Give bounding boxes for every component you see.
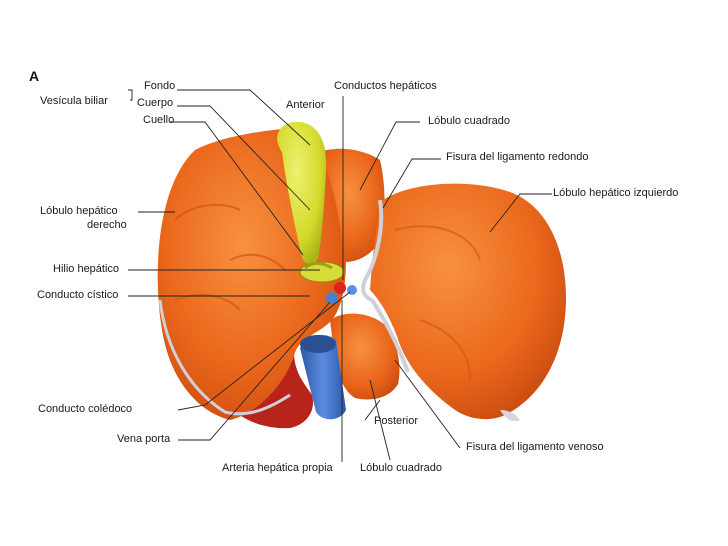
fissure-ligamento-redondo	[361, 199, 384, 302]
hilio-hepatico	[299, 261, 345, 283]
leader-fisura-redondo	[382, 158, 441, 209]
leader-vena-porta	[178, 301, 331, 441]
left-lobe	[370, 183, 566, 420]
leader-lobulo-izq	[489, 193, 552, 233]
label-lobulo-hepatico-derecho-2: derecho	[87, 219, 127, 231]
label-vesicula-biliar: Vesícula biliar	[40, 95, 108, 107]
label-conductos-hepaticos: Conductos hepáticos	[334, 80, 437, 92]
label-fisura-ligamento-redondo: Fisura del ligamento redondo	[446, 151, 589, 163]
leader-cuerpo	[177, 105, 311, 211]
leader-coledoco	[177, 291, 351, 411]
label-vena-porta: Vena porta	[117, 433, 171, 445]
label-lobulo-hepatico-derecho-1: Lóbulo hepático	[40, 205, 118, 217]
vena-porta-opening	[300, 335, 336, 353]
leader-lobulo-cuadrado-top	[359, 121, 420, 191]
leader-lines	[128, 89, 552, 462]
leader-cuello	[170, 121, 304, 256]
hepatic-artery-section	[334, 282, 346, 294]
leader-lobulo-cuadrado-bottom	[369, 379, 391, 461]
leader-posterior	[364, 399, 381, 421]
quadrate-lobe-upper	[320, 148, 385, 262]
quadrate-lobe-lower	[330, 313, 400, 400]
fissure-ligamento-venoso	[370, 298, 410, 373]
label-lobulo-cuadrado-bottom: Lóbulo cuadrado	[360, 462, 442, 474]
panel-letter: A	[29, 68, 40, 84]
label-lobulo-cuadrado-top: Lóbulo cuadrado	[428, 115, 510, 127]
label-cuello: Cuello	[143, 114, 175, 126]
label-posterior: Posterior	[374, 415, 419, 427]
label-fondo: Fondo	[144, 80, 176, 92]
conducto-cistico-duct	[304, 262, 333, 270]
vena-porta	[300, 334, 346, 420]
right-lobe-edge-line	[158, 299, 291, 416]
label-conducto-coledoco: Conducto colédoco	[38, 403, 133, 415]
label-lobulo-hepatico-izquierdo: Lóbulo hepático izquierdo	[553, 187, 679, 199]
portal-vein-section	[326, 292, 338, 304]
leader-vesicula	[128, 89, 133, 101]
label-anterior: Anterior	[286, 99, 325, 111]
label-conducto-cistico: Conducto cístico	[37, 289, 119, 301]
label-hilio-hepatico: Hilio hepático	[53, 263, 120, 275]
leader-fondo	[177, 89, 311, 146]
leader-fisura-venoso	[394, 359, 461, 449]
left-lobe-tip	[500, 410, 520, 422]
label-fisura-ligamento-venoso: Fisura del ligamento venoso	[466, 441, 604, 453]
label-arteria-hepatica-propia: Arteria hepática propia	[222, 462, 333, 474]
label-cuerpo: Cuerpo	[137, 97, 174, 109]
gallbladder	[277, 121, 327, 265]
left-lobe-contour	[394, 225, 481, 381]
